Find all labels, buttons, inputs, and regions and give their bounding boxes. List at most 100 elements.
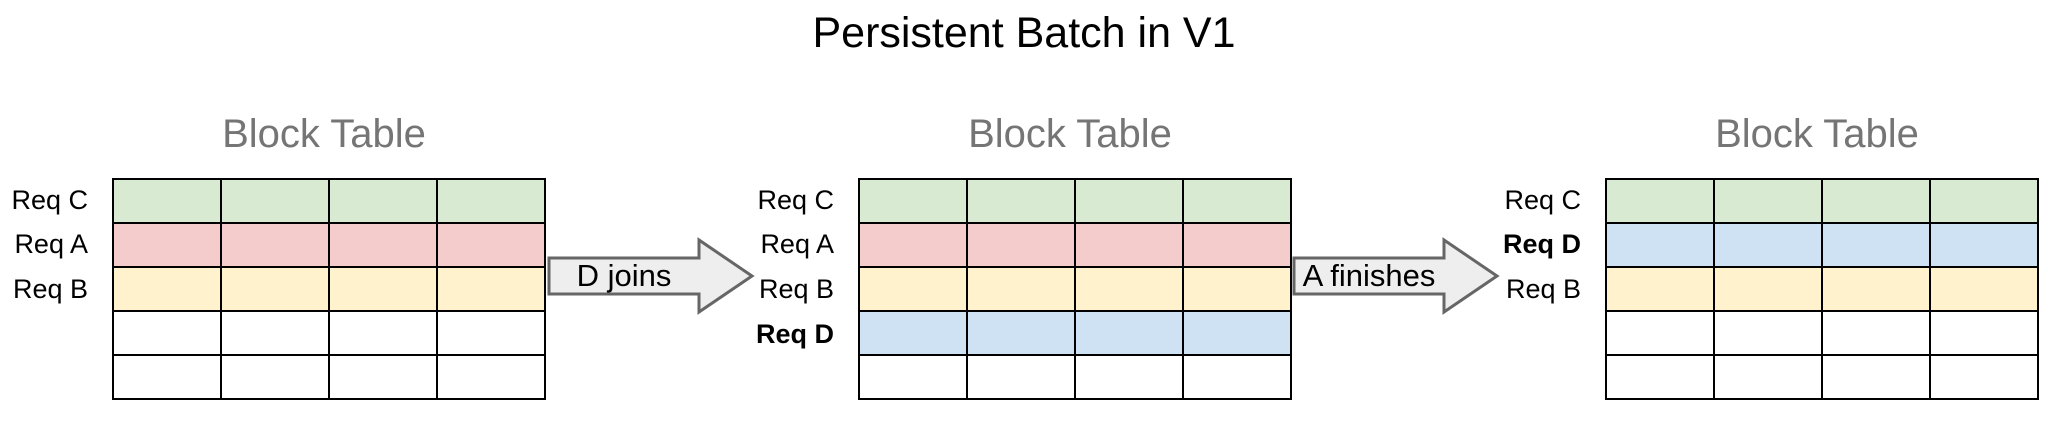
- row-label: [1453, 312, 1593, 357]
- block-cell: [1074, 178, 1184, 224]
- block-row: [112, 222, 546, 268]
- block-cell: [858, 178, 968, 224]
- block-cell: [112, 310, 222, 356]
- arrow-label: A finishes: [1302, 258, 1436, 293]
- block-cell: [436, 354, 546, 400]
- block-cell: [220, 354, 330, 400]
- block-row: [1605, 222, 2039, 268]
- arrow-label: D joins: [576, 258, 672, 293]
- block-cell: [1182, 178, 1292, 224]
- row-label: Req B: [758, 273, 834, 304]
- block-cell: [1182, 354, 1292, 400]
- block-cell: [436, 222, 546, 268]
- right-arrow-icon: [547, 237, 755, 315]
- row-label: Req A: [760, 229, 834, 260]
- block-row: [1605, 178, 2039, 224]
- block-cell: [1929, 266, 2039, 312]
- block-cell: [1821, 178, 1931, 224]
- block-cell: [1929, 222, 2039, 268]
- block-cell: [1821, 222, 1931, 268]
- row-labels: Req C Req A Req B: [0, 178, 100, 401]
- block-cell: [328, 266, 438, 312]
- block-cell: [1929, 178, 2039, 224]
- block-cell: [858, 266, 968, 312]
- block-cell: [1929, 310, 2039, 356]
- block-table-title: Block Table: [222, 112, 426, 156]
- block-row: [112, 354, 546, 400]
- block-row: [1605, 266, 2039, 312]
- block-row: [858, 354, 1292, 400]
- row-label: [706, 356, 846, 401]
- block-cell: [1713, 266, 1823, 312]
- row-label: [0, 356, 100, 401]
- block-cell: [328, 222, 438, 268]
- block-cell: [1605, 266, 1715, 312]
- block-row: [1605, 354, 2039, 400]
- block-grid: [1605, 178, 2039, 400]
- block-row: [858, 178, 1292, 224]
- block-cell: [1605, 178, 1715, 224]
- block-row: [858, 266, 1292, 312]
- block-cell: [436, 310, 546, 356]
- block-cell: [966, 178, 1076, 224]
- block-cell: [1605, 310, 1715, 356]
- block-cell: [328, 178, 438, 224]
- block-cell: [220, 310, 330, 356]
- block-cell: [220, 222, 330, 268]
- block-cell: [1713, 222, 1823, 268]
- row-label: Req C: [757, 184, 834, 215]
- block-row: [1605, 310, 2039, 356]
- block-cell: [966, 354, 1076, 400]
- block-cell: [1074, 222, 1184, 268]
- block-cell: [112, 222, 222, 268]
- block-cell: [220, 266, 330, 312]
- row-label: Req B: [1505, 273, 1581, 304]
- block-cell: [1713, 310, 1823, 356]
- row-label: Req C: [1504, 184, 1581, 215]
- row-label: Req D: [1502, 229, 1581, 260]
- block-cell: [1074, 310, 1184, 356]
- block-cell: [220, 178, 330, 224]
- block-cell: [1074, 266, 1184, 312]
- block-cell: [966, 222, 1076, 268]
- row-label: Req A: [14, 229, 88, 260]
- row-labels: Req C Req D Req B: [1453, 178, 1593, 401]
- block-cell: [1182, 222, 1292, 268]
- block-cell: [436, 178, 546, 224]
- page-title: Persistent Batch in V1: [812, 9, 1236, 57]
- arrow-d-joins: D joins: [547, 237, 755, 315]
- row-label: Req D: [755, 318, 834, 349]
- block-row: [858, 310, 1292, 356]
- block-row: [112, 310, 546, 356]
- block-cell: [1821, 310, 1931, 356]
- block-cell: [1182, 266, 1292, 312]
- block-row: [112, 266, 546, 312]
- block-cell: [436, 266, 546, 312]
- block-cell: [1821, 266, 1931, 312]
- row-label: Req C: [11, 184, 88, 215]
- block-cell: [1182, 310, 1292, 356]
- block-cell: [1929, 354, 2039, 400]
- block-cell: [328, 310, 438, 356]
- block-table-title: Block Table: [968, 112, 1172, 156]
- block-cell: [858, 222, 968, 268]
- block-table-title: Block Table: [1715, 112, 1919, 156]
- arrow-a-finishes: A finishes: [1292, 237, 1500, 315]
- row-label: [0, 312, 100, 357]
- block-grid: [112, 178, 546, 400]
- block-cell: [1713, 354, 1823, 400]
- row-label: Req B: [12, 273, 88, 304]
- block-row: [858, 222, 1292, 268]
- block-cell: [112, 354, 222, 400]
- block-cell: [1605, 354, 1715, 400]
- block-row: [112, 178, 546, 224]
- block-cell: [966, 266, 1076, 312]
- block-cell: [1074, 354, 1184, 400]
- block-cell: [966, 310, 1076, 356]
- row-labels: Req C Req A Req B Req D: [706, 178, 846, 401]
- block-cell: [328, 354, 438, 400]
- block-cell: [858, 310, 968, 356]
- block-cell: [112, 178, 222, 224]
- right-arrow-icon: [1292, 237, 1500, 315]
